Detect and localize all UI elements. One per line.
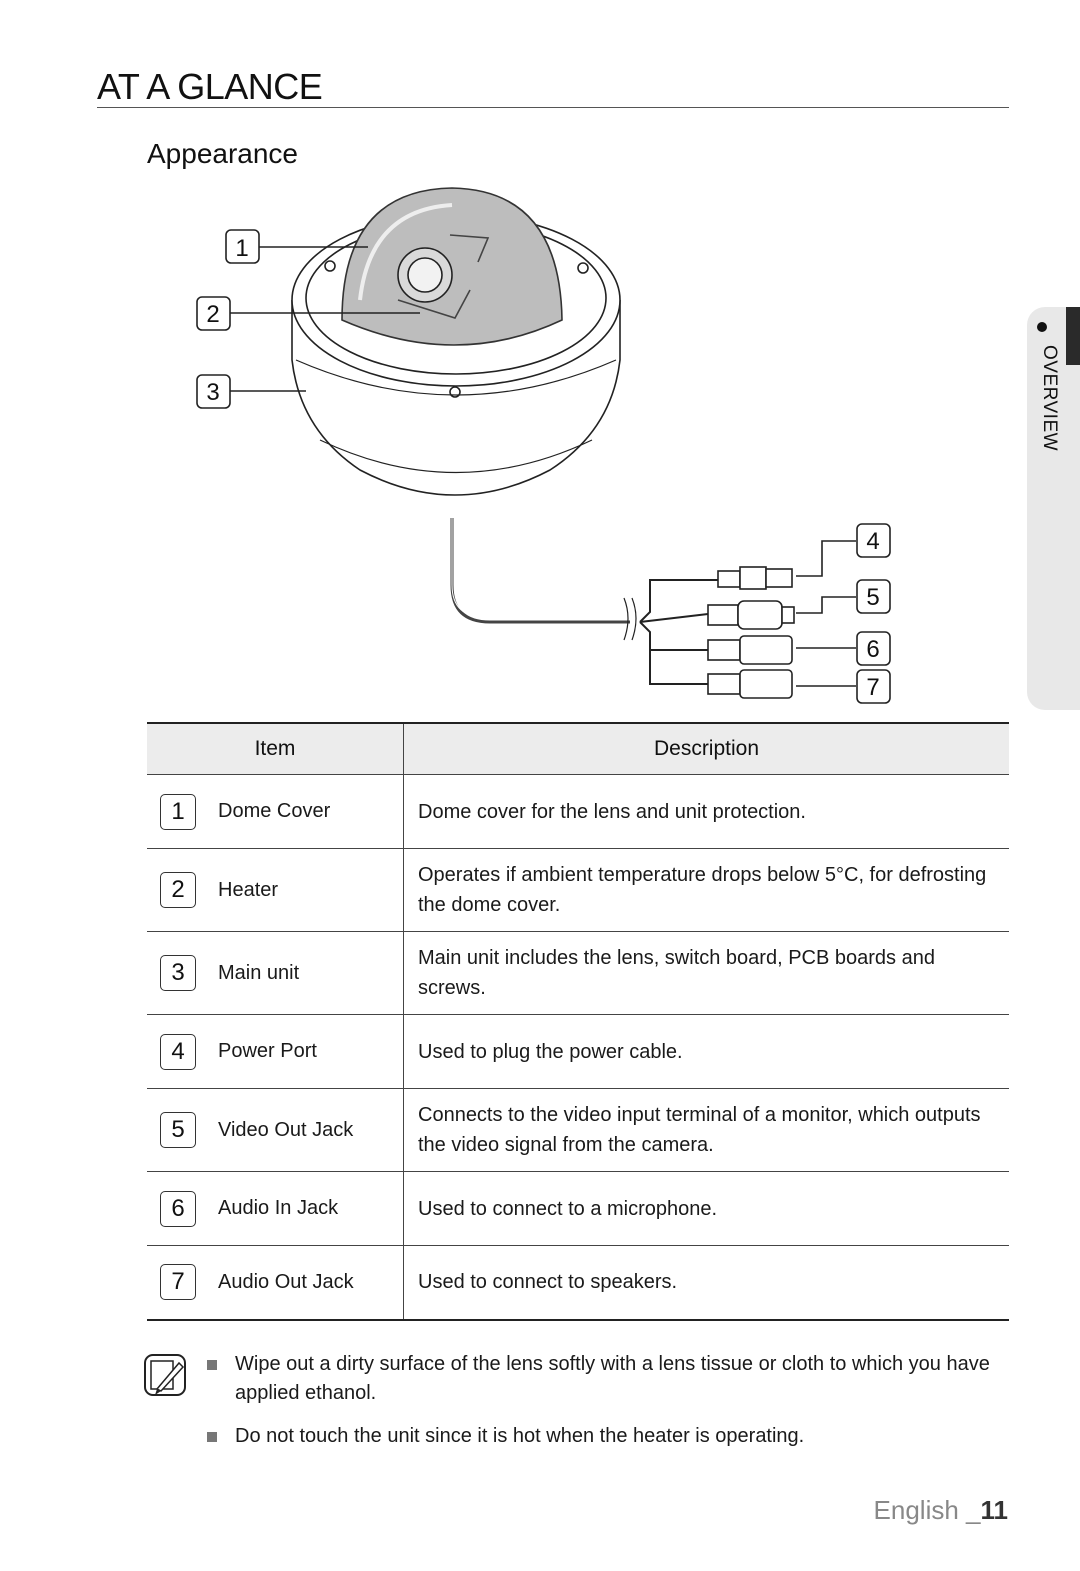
callout-1: 1	[235, 235, 248, 262]
table-row: 4 Power Port Used to plug the power cable…	[147, 1014, 1009, 1089]
bullet-icon	[1037, 322, 1047, 332]
item-number-badge: 6	[160, 1190, 196, 1227]
note-text: Do not touch the unit since it is hot wh…	[235, 1425, 805, 1447]
camera-diagram: 1 2 3 4 5 6 7	[196, 187, 891, 704]
item-number-badge: 5	[160, 1112, 196, 1148]
item-description: Connects to the video input terminal of …	[403, 1088, 1009, 1172]
note-item: Wipe out a dirty surface of the lens sof…	[207, 1350, 1007, 1408]
item-number-badge: 4	[160, 1033, 196, 1070]
item-name: Heater	[218, 878, 279, 901]
item-description: Used to connect to speakers.	[418, 1271, 678, 1294]
callout-5: 5	[866, 584, 879, 611]
item-name: Audio In Jack	[218, 1197, 339, 1219]
callout-6: 6	[866, 636, 879, 663]
column-header-description: Description	[403, 723, 1009, 775]
page-title: AT A GLANCE	[97, 66, 323, 107]
item-number-badge: 7	[160, 1264, 196, 1301]
page-footer: English _11	[874, 1495, 1008, 1526]
item-description: Operates if ambient temperature drops be…	[403, 848, 1009, 932]
footer-language: English _	[873, 1495, 981, 1525]
column-header-item: Item	[147, 723, 404, 775]
square-bullet-icon	[207, 1360, 217, 1370]
title-divider	[97, 107, 1009, 108]
table-row: 7 Audio Out Jack Used to connect to speak…	[147, 1245, 1009, 1320]
callout-2: 2	[206, 301, 219, 328]
power-connector	[717, 570, 741, 588]
callout-7: 7	[866, 674, 879, 701]
item-number-badge: 2	[160, 872, 196, 908]
item-description: Used to plug the power cable.	[403, 1014, 1009, 1089]
item-number-badge: 1	[160, 793, 196, 830]
item-name: Power Port	[218, 1040, 317, 1062]
note-text: Wipe out a dirty surface of the lens sof…	[235, 1353, 990, 1404]
side-tab[interactable]: OVERVIEW	[1027, 307, 1080, 710]
page-number: 11	[980, 1495, 1009, 1525]
dome-cover	[341, 187, 563, 346]
callout-4: 4	[866, 528, 879, 555]
notes-list: Wipe out a dirty surface of the lens sof…	[207, 1350, 1007, 1465]
item-name: Audio Out Jack	[218, 1270, 354, 1293]
item-number-badge: 3	[160, 955, 196, 991]
table-row: 6 Audio In Jack Used to connect to a micr…	[147, 1171, 1009, 1246]
item-name: Video Out Jack	[218, 1118, 354, 1141]
item-name: Dome Cover	[218, 800, 331, 822]
item-name: Main unit	[218, 961, 300, 984]
square-bullet-icon	[207, 1432, 217, 1442]
item-description: Dome cover for the lens and unit protect…	[403, 774, 1009, 849]
table-row: 3 Main unit Main unit includes the lens, …	[147, 931, 1009, 1015]
side-tab-label: OVERVIEW	[1039, 345, 1060, 452]
note-pencil-icon	[144, 1354, 186, 1396]
cable	[450, 518, 630, 624]
table-row: 2 Heater Operates if ambient temperature …	[147, 848, 1009, 932]
item-description: Main unit includes the lens, switch boar…	[403, 931, 1009, 1015]
note-item: Do not touch the unit since it is hot wh…	[207, 1422, 1007, 1451]
table-row: 5 Video Out Jack Connects to the video in…	[147, 1088, 1009, 1172]
callout-3: 3	[206, 379, 219, 406]
table-row: 1 Dome Cover Dome cover for the lens and …	[147, 774, 1009, 849]
table-header-row: Item Description	[147, 723, 1009, 775]
video-connector	[707, 604, 739, 626]
audio-in-connector	[707, 639, 741, 661]
section-title: Appearance	[147, 138, 299, 169]
audio-out-connector	[707, 673, 741, 695]
side-tab-marker	[1066, 307, 1080, 365]
item-description: Used to connect to a microphone.	[403, 1171, 1009, 1246]
items-table: Item Description 1 Dome Cover Dome cover …	[147, 722, 1009, 1321]
